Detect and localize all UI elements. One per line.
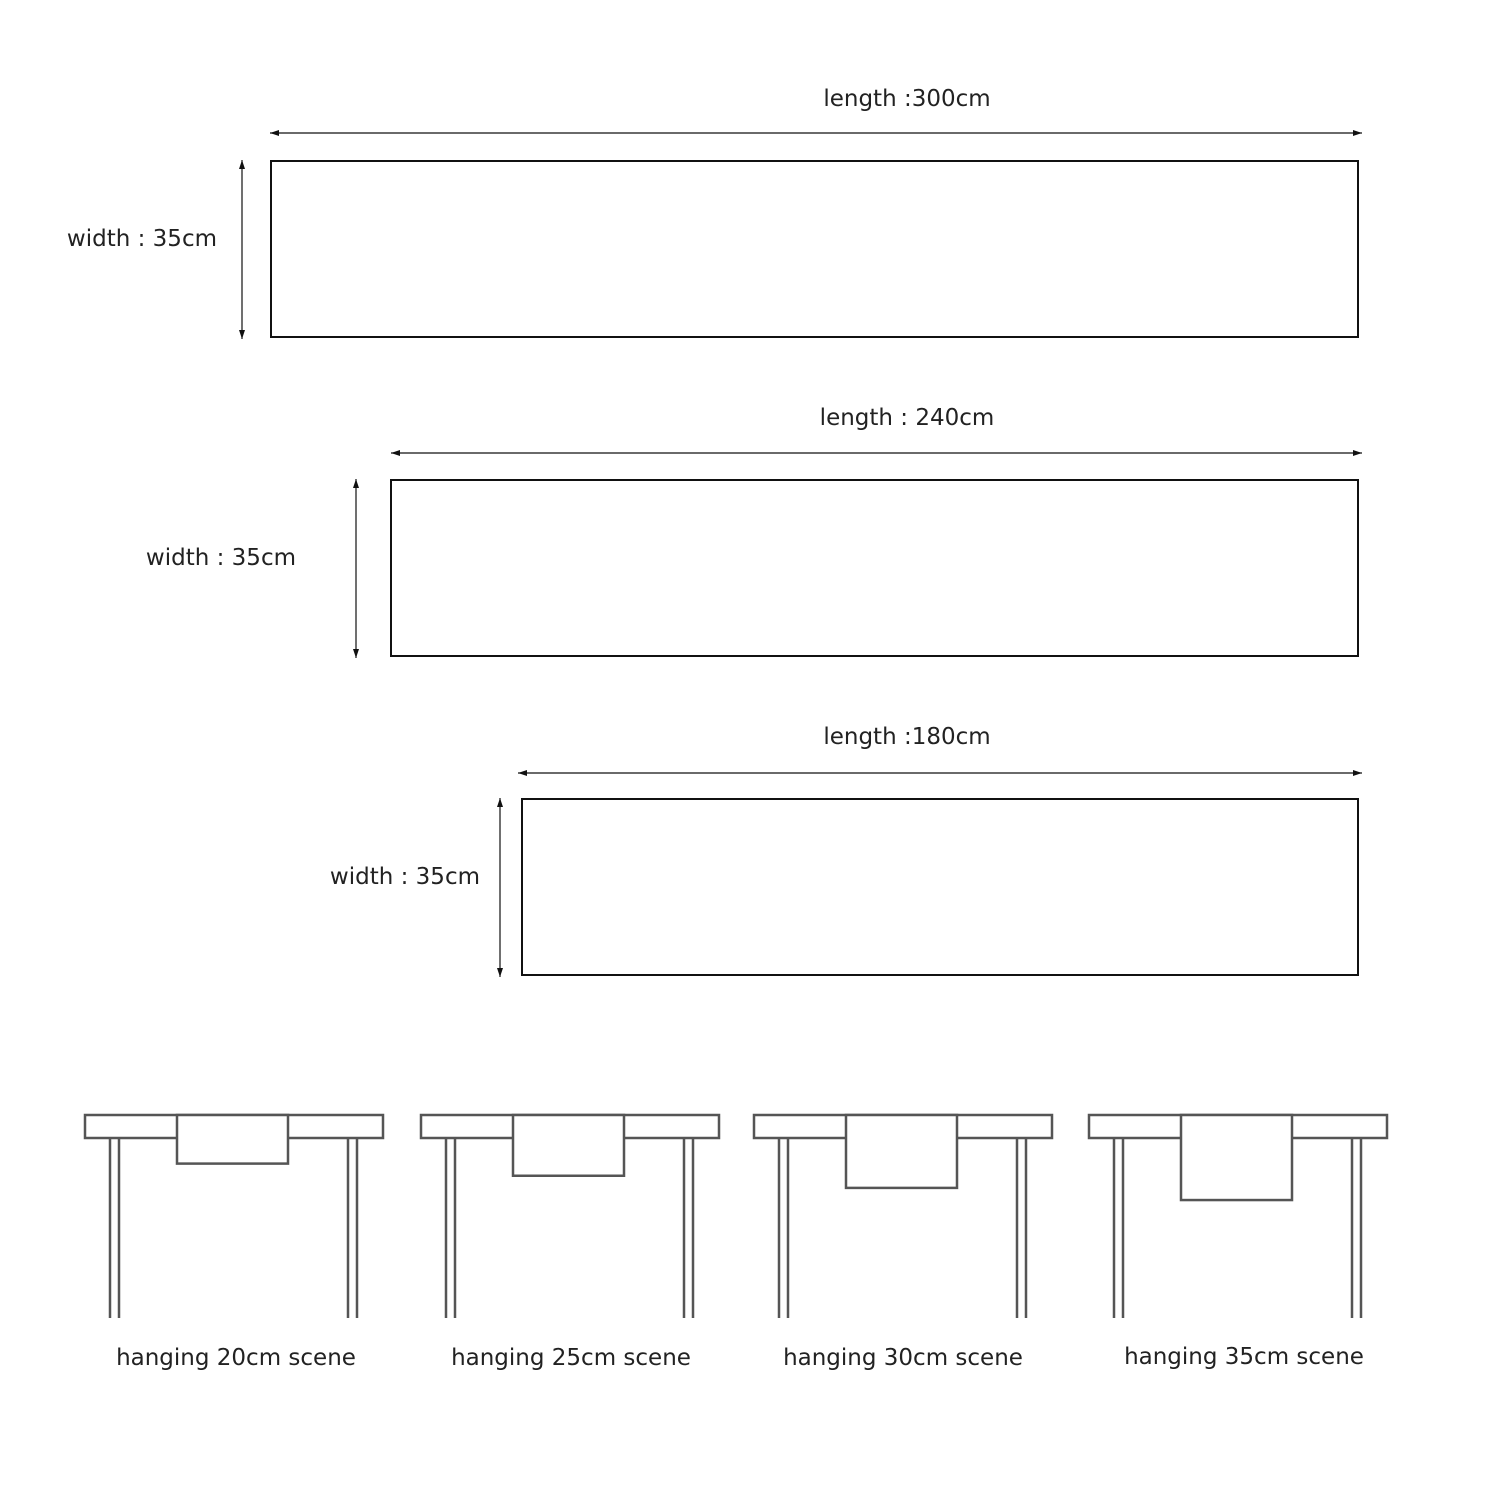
runner-outline (390, 479, 1359, 657)
runner-2-width-label: width : 35cm (145, 545, 296, 571)
runner-outline (270, 160, 1359, 338)
runner-1-width-label: width : 35cm (66, 226, 217, 252)
runner-180cm (497, 770, 1362, 977)
runner-outline (521, 798, 1359, 976)
runner-3-width-label: width : 35cm (329, 864, 480, 890)
runner-1-length-label: length :300cm (823, 86, 991, 112)
table-scenes (83, 1113, 1389, 1318)
scene-4-label: hanging 35cm scene (1124, 1344, 1364, 1370)
runner-240cm (353, 450, 1362, 658)
scene-2-label: hanging 25cm scene (451, 1345, 691, 1371)
hanging-runner (1179, 1113, 1294, 1202)
runner-300cm (239, 130, 1362, 339)
scene-1-label: hanging 20cm scene (116, 1345, 356, 1371)
runner-3-length-label: length :180cm (823, 724, 991, 750)
hanging-runner (511, 1113, 626, 1177)
hanging-runner (175, 1113, 290, 1165)
hanging-runner (844, 1113, 959, 1190)
scene-3-label: hanging 30cm scene (783, 1345, 1023, 1371)
runner-2-length-label: length : 240cm (819, 405, 995, 431)
